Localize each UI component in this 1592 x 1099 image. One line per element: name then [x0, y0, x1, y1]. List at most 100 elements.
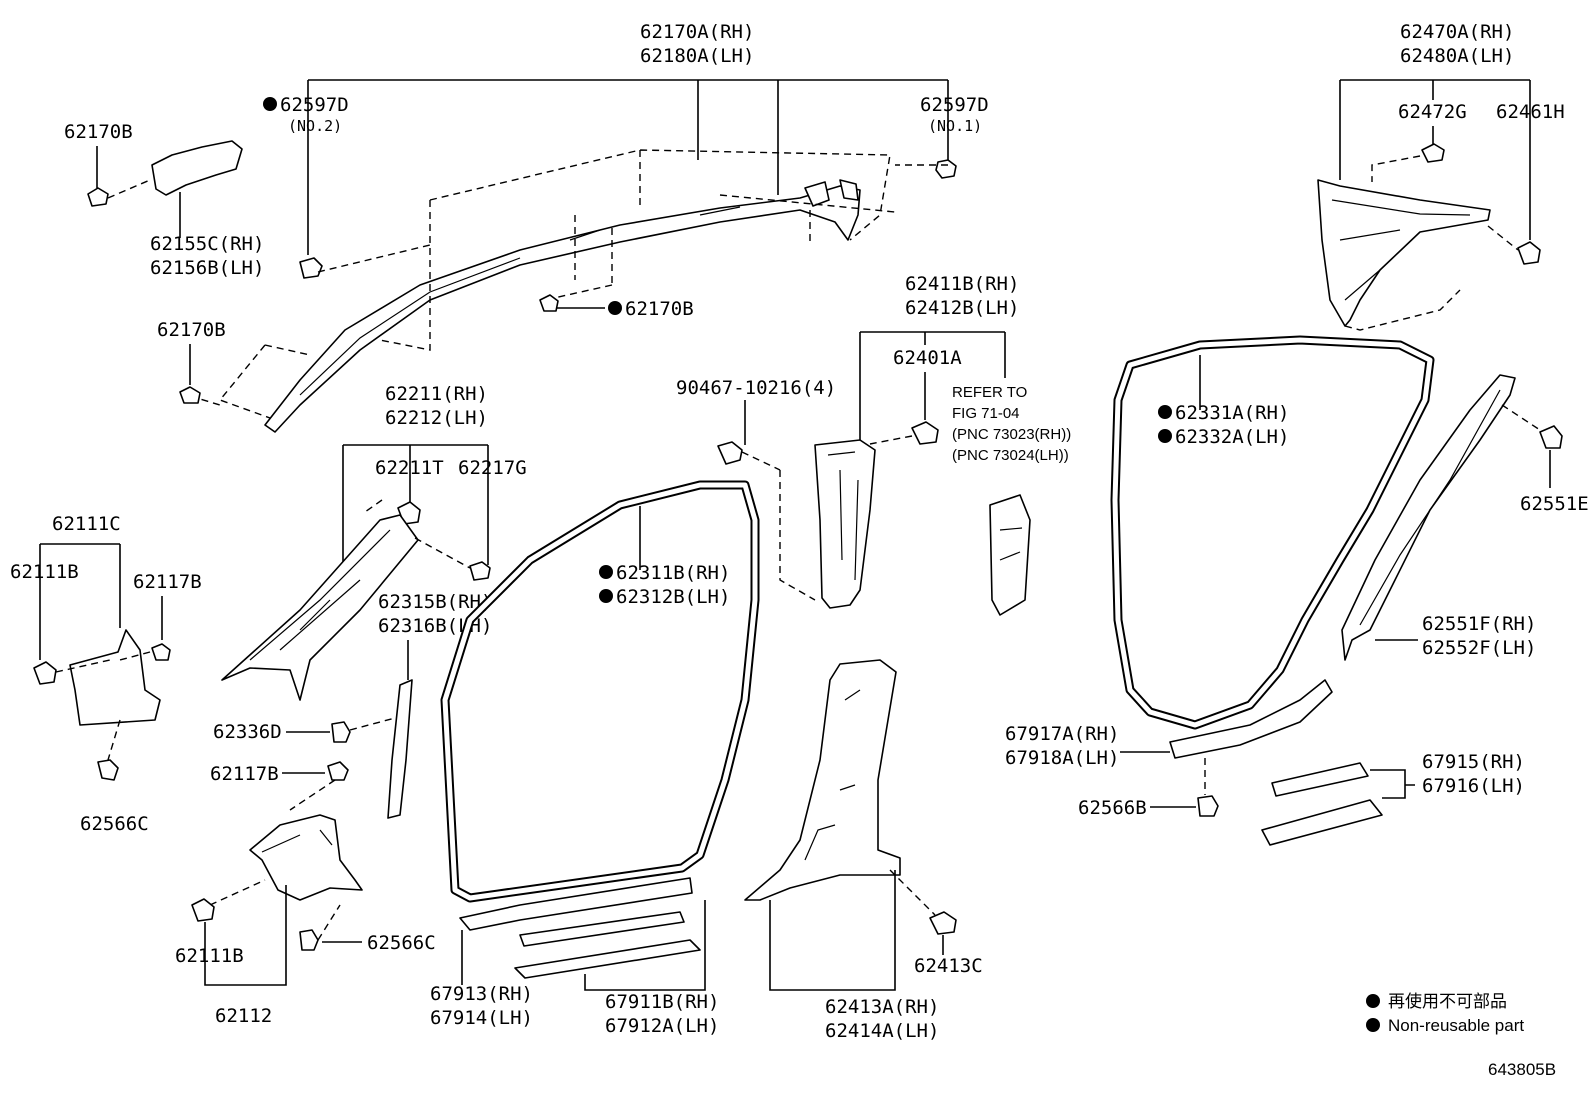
leader-62413A: [769, 870, 896, 991]
legend-marker-en: [1366, 1018, 1380, 1032]
clip-62401A[interactable]: [911, 421, 939, 445]
center-pillar-upper-garnish[interactable]: [814, 439, 876, 609]
leader-62112: [204, 885, 287, 986]
label-67917A[interactable]: 67917A(RH): [1005, 723, 1119, 745]
clip-62117B-left[interactable]: [151, 643, 171, 661]
rear-door-opening-seal[interactable]: [1110, 335, 1435, 730]
label-62411B[interactable]: 62411B(RH): [905, 273, 1019, 295]
label-62552F[interactable]: 62552F(LH): [1422, 637, 1536, 659]
clip-62566C-lower[interactable]: [299, 929, 319, 951]
center-pillar-lower-garnish[interactable]: [744, 659, 901, 901]
label-62111B-lower[interactable]: 62111B: [175, 945, 244, 967]
clip-62566C-left[interactable]: [97, 759, 119, 781]
label-62566C-lower[interactable]: 62566C: [367, 932, 436, 954]
cowl-side-62112[interactable]: [249, 814, 363, 901]
label-62336D[interactable]: 62336D: [213, 721, 282, 743]
label-62170B-center[interactable]: 62170B: [625, 298, 694, 320]
rear-scuff-plate-67917A[interactable]: [1169, 679, 1333, 759]
label-67911B[interactable]: 67911B(RH): [605, 991, 719, 1013]
clip-62111B-left[interactable]: [33, 661, 57, 685]
label-62156B[interactable]: 62156B(LH): [150, 257, 264, 279]
clip-62461H[interactable]: [1517, 241, 1541, 265]
label-62117B-left[interactable]: 62117B: [133, 571, 202, 593]
label-67916[interactable]: 67916(LH): [1422, 775, 1525, 797]
seat-belt-anchor-ref[interactable]: [989, 494, 1031, 616]
label-62566C-left[interactable]: 62566C: [80, 813, 149, 835]
clip-62170B-lower[interactable]: [179, 386, 201, 404]
refer-line-3[interactable]: (PNC 73023(RH)): [952, 426, 1071, 443]
clip-62170B-top[interactable]: [87, 187, 109, 207]
label-62597D-no2[interactable]: 62597D: [280, 94, 349, 116]
rear-pillar-garnish-detail: [1359, 389, 1501, 626]
garnish-bracket: [804, 179, 859, 207]
rear-door-seal-group: 62331A(RH) 62332A(LH) 62551E 62551F(RH) …: [1005, 335, 1589, 846]
label-62170B-top[interactable]: 62170B: [64, 121, 133, 143]
clip-62566B[interactable]: [1197, 795, 1219, 817]
label-62312B[interactable]: 62312B(LH): [616, 586, 730, 608]
bracket-62155C[interactable]: [151, 140, 243, 196]
label-62401A[interactable]: 62401A: [893, 347, 962, 369]
a-pillar-garnish[interactable]: [264, 185, 861, 433]
label-62551E[interactable]: 62551E: [1520, 493, 1589, 515]
cowl-side-62112-detail: [261, 829, 333, 853]
label-62211[interactable]: 62211(RH): [385, 383, 488, 405]
label-62170B-lower[interactable]: 62170B: [157, 319, 226, 341]
label-62111B-left[interactable]: 62111B: [10, 561, 79, 583]
label-62332A[interactable]: 62332A(LH): [1175, 426, 1289, 448]
label-62566B[interactable]: 62566B: [1078, 797, 1147, 819]
rear-scuff-plate-67915-upper[interactable]: [1271, 762, 1369, 797]
label-62217G[interactable]: 62217G: [458, 457, 527, 479]
screw-90467[interactable]: [717, 441, 743, 465]
label-62112[interactable]: 62112: [215, 1005, 272, 1027]
clip-62170B-center[interactable]: [539, 294, 559, 312]
scuff-plate-67911B-upper[interactable]: [519, 911, 685, 947]
clip-62336D[interactable]: [331, 721, 351, 743]
label-62315B[interactable]: 62315B(RH): [378, 591, 492, 613]
cowl-side-62111C[interactable]: [69, 629, 161, 726]
legend: 再使用不可部品 Non-reusable part: [1366, 991, 1524, 1035]
label-62470A[interactable]: 62470A(RH): [1400, 21, 1514, 43]
label-62331A[interactable]: 62331A(RH): [1175, 402, 1289, 424]
label-62212[interactable]: 62212(LH): [385, 407, 488, 429]
label-62117B-mid[interactable]: 62117B: [210, 763, 279, 785]
label-62180A[interactable]: 62180A(LH): [640, 45, 754, 67]
label-62211T[interactable]: 62211T: [375, 457, 444, 479]
label-62414A[interactable]: 62414A(LH): [825, 1020, 939, 1042]
label-62311B[interactable]: 62311B(RH): [616, 562, 730, 584]
scuff-plate-67913[interactable]: [459, 877, 693, 931]
label-62155C[interactable]: 62155C(RH): [150, 233, 264, 255]
scuff-plate-67911B-lower[interactable]: [514, 939, 701, 979]
legend-marker-jp: [1366, 994, 1380, 1008]
refer-line-4[interactable]: (PNC 73024(LH)): [952, 447, 1069, 464]
label-62597D-no1[interactable]: 62597D: [920, 94, 989, 116]
label-67914[interactable]: 67914(LH): [430, 1007, 533, 1029]
label-62170A[interactable]: 62170A(RH): [640, 21, 754, 43]
label-67912A[interactable]: 67912A(LH): [605, 1015, 719, 1037]
label-62413C[interactable]: 62413C: [914, 955, 983, 977]
clip-62472G[interactable]: [1421, 143, 1445, 163]
label-62480A[interactable]: 62480A(LH): [1400, 45, 1514, 67]
clip-62117B-mid[interactable]: [327, 761, 349, 781]
label-62472G[interactable]: 62472G: [1398, 101, 1467, 123]
clip-62111B-lower[interactable]: [191, 898, 215, 922]
garnish-62315B[interactable]: [387, 679, 413, 819]
label-62461H[interactable]: 62461H: [1496, 101, 1565, 123]
label-62413A[interactable]: 62413A(RH): [825, 996, 939, 1018]
clip-62597D-no2[interactable]: [299, 257, 323, 279]
label-62111C[interactable]: 62111C: [52, 513, 121, 535]
label-67918A[interactable]: 67918A(LH): [1005, 747, 1119, 769]
rear-scuff-plate-67915-lower[interactable]: [1261, 799, 1383, 846]
clip-62413C[interactable]: [929, 911, 957, 935]
rear-pillar-garnish-62551F[interactable]: [1341, 374, 1516, 661]
clip-62217G[interactable]: [469, 561, 491, 581]
label-67915[interactable]: 67915(RH): [1422, 751, 1525, 773]
clip-62597D-no1[interactable]: [935, 159, 957, 179]
non-reusable-marker: [599, 589, 613, 603]
clip-62551E[interactable]: [1539, 425, 1563, 449]
label-90467[interactable]: 90467-10216(4): [676, 377, 836, 399]
label-62551F[interactable]: 62551F(RH): [1422, 613, 1536, 635]
refer-line-2[interactable]: FIG 71-04: [952, 405, 1020, 422]
label-62412B[interactable]: 62412B(LH): [905, 297, 1019, 319]
label-67913[interactable]: 67913(RH): [430, 983, 533, 1005]
pillar-garnish-62211[interactable]: [221, 514, 419, 701]
